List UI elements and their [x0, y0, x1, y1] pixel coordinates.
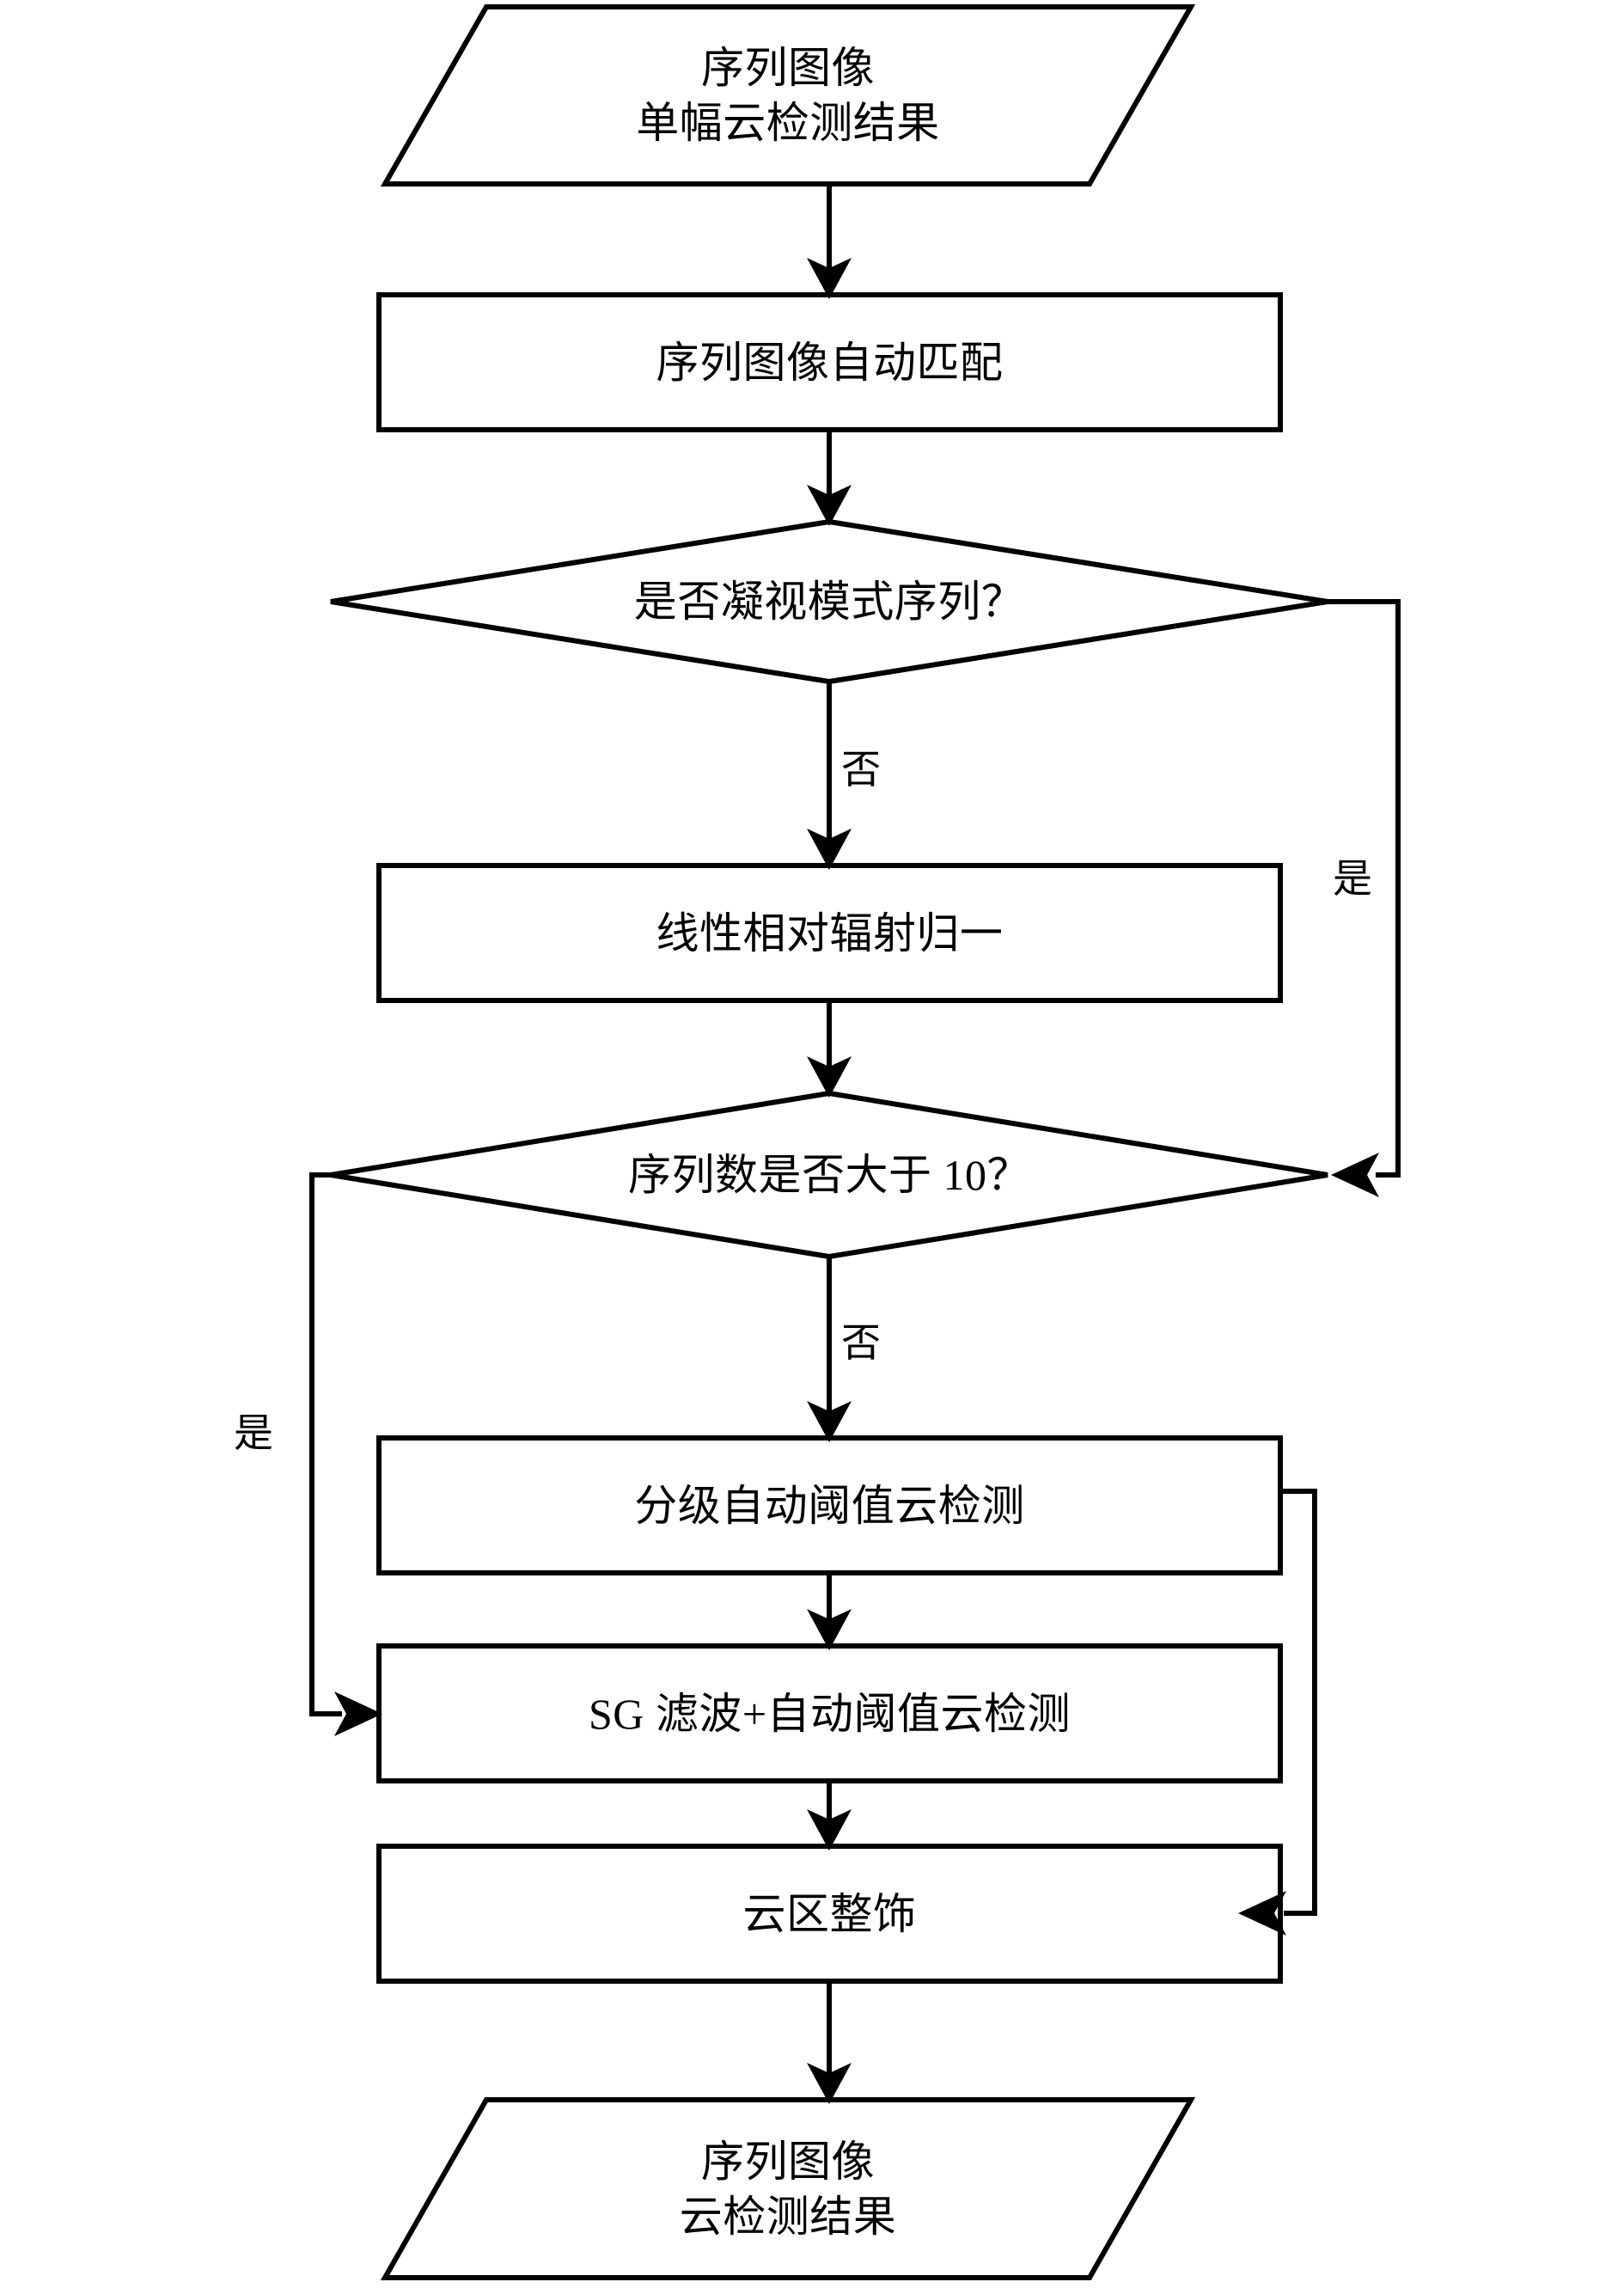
- node-shape-decision-count: [330, 1090, 1328, 1260]
- edge-decision-count-yes-rail: [309, 1172, 342, 1716]
- node-shape-graded-threshold: [376, 1435, 1283, 1575]
- node-shape-decision-stare: [330, 518, 1328, 685]
- edge-label-decision-stare-yes: 是: [1333, 857, 1372, 901]
- node-shape-match: [376, 292, 1283, 432]
- edge-label-decision-stare-no: 否: [841, 748, 881, 792]
- arrowhead-cloud-refine-to-end: [807, 2063, 852, 2104]
- arrowhead-start-to-match: [807, 258, 852, 299]
- node-shape-cloud-refine: [376, 1844, 1283, 1984]
- arrowhead-sg-threshold-to-cloud-refine: [807, 1809, 852, 1851]
- arrowhead-decision-count-no: [807, 1401, 852, 1442]
- arrowhead-decision-stare-no: [807, 829, 852, 870]
- arrowhead-graded-threshold-to-cloud-refine: [1238, 1891, 1286, 1936]
- edge-decision-stare-yes-rail: [1328, 599, 1401, 1178]
- edge-graded-threshold-to-cloud-refine-rail: [1280, 1489, 1317, 1916]
- arrowhead-radiometric-to-decision-count: [807, 1056, 852, 1098]
- arrowhead-decision-stare-yes: [1331, 1153, 1379, 1197]
- edge-label-decision-count-yes: 是: [234, 1411, 273, 1455]
- arrowhead-match-to-decision-stare: [807, 485, 852, 526]
- arrowhead-graded-threshold-to-sg-threshold: [807, 1609, 852, 1650]
- node-shape-end: [380, 2097, 1196, 2280]
- node-shape-radiometric: [376, 863, 1283, 1003]
- node-shape-start: [380, 4, 1196, 187]
- edge-label-decision-count-no: 否: [841, 1321, 881, 1365]
- node-shape-sg-threshold: [376, 1643, 1283, 1783]
- arrowhead-decision-count-yes: [334, 1692, 382, 1736]
